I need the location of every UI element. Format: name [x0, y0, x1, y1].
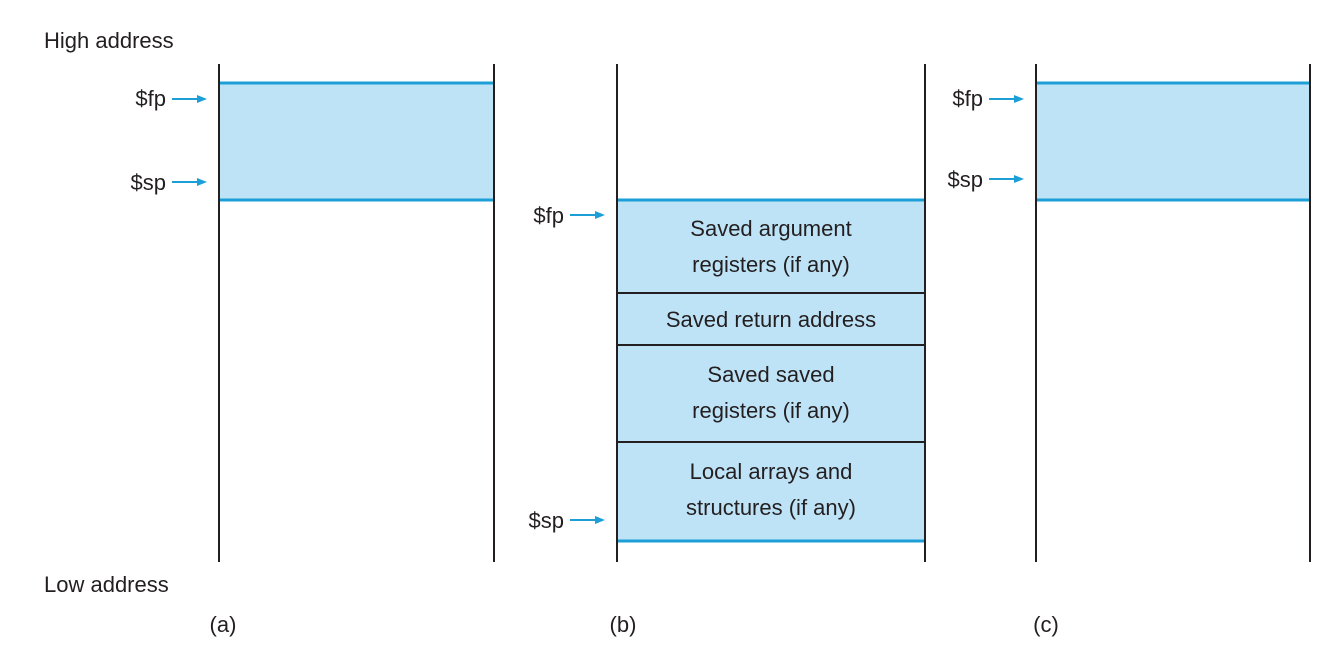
- sp-pointer: $sp: [131, 170, 207, 195]
- panel-caption: (c): [1033, 612, 1059, 637]
- panel-b: Saved argument registers (if any) Saved …: [529, 64, 926, 637]
- arrow-head-icon: [595, 211, 605, 219]
- arrow-head-icon: [197, 95, 207, 103]
- cell-text-line: Saved return address: [666, 307, 876, 332]
- stack-frame-block: [617, 200, 925, 541]
- saved-return-address-cell: Saved return address: [666, 307, 876, 332]
- low-address-label: Low address: [44, 572, 169, 597]
- sp-label: $sp: [131, 170, 166, 195]
- fp-pointer: $fp: [533, 203, 605, 228]
- sp-pointer: $sp: [529, 508, 605, 533]
- panel-a: $fp $sp (a): [131, 64, 495, 637]
- fp-label: $fp: [135, 86, 166, 111]
- cell-text-line: Saved saved: [707, 362, 834, 387]
- stack-frame-block: [219, 83, 494, 200]
- panel-caption: (a): [210, 612, 237, 637]
- fp-pointer: $fp: [135, 86, 207, 111]
- local-arrays-structures-cell: Local arrays and structures (if any): [686, 459, 856, 520]
- saved-argument-registers-cell: Saved argument registers (if any): [690, 216, 851, 277]
- arrow-head-icon: [595, 516, 605, 524]
- sp-label: $sp: [529, 508, 564, 533]
- high-address-label: High address: [44, 28, 174, 53]
- fp-label: $fp: [533, 203, 564, 228]
- panel-c: $fp $sp (c): [948, 64, 1311, 637]
- saved-saved-registers-cell: Saved saved registers (if any): [692, 362, 850, 423]
- arrow-head-icon: [1014, 95, 1024, 103]
- stack-frame-block: [1036, 83, 1310, 200]
- cell-text-line: registers (if any): [692, 398, 850, 423]
- sp-label: $sp: [948, 167, 983, 192]
- cell-text-line: Local arrays and: [690, 459, 853, 484]
- panel-caption: (b): [610, 612, 637, 637]
- sp-pointer: $sp: [948, 167, 1024, 192]
- fp-pointer: $fp: [952, 86, 1024, 111]
- fp-label: $fp: [952, 86, 983, 111]
- cell-text-line: structures (if any): [686, 495, 856, 520]
- arrow-head-icon: [197, 178, 207, 186]
- cell-text-line: registers (if any): [692, 252, 850, 277]
- arrow-head-icon: [1014, 175, 1024, 183]
- cell-text-line: Saved argument: [690, 216, 851, 241]
